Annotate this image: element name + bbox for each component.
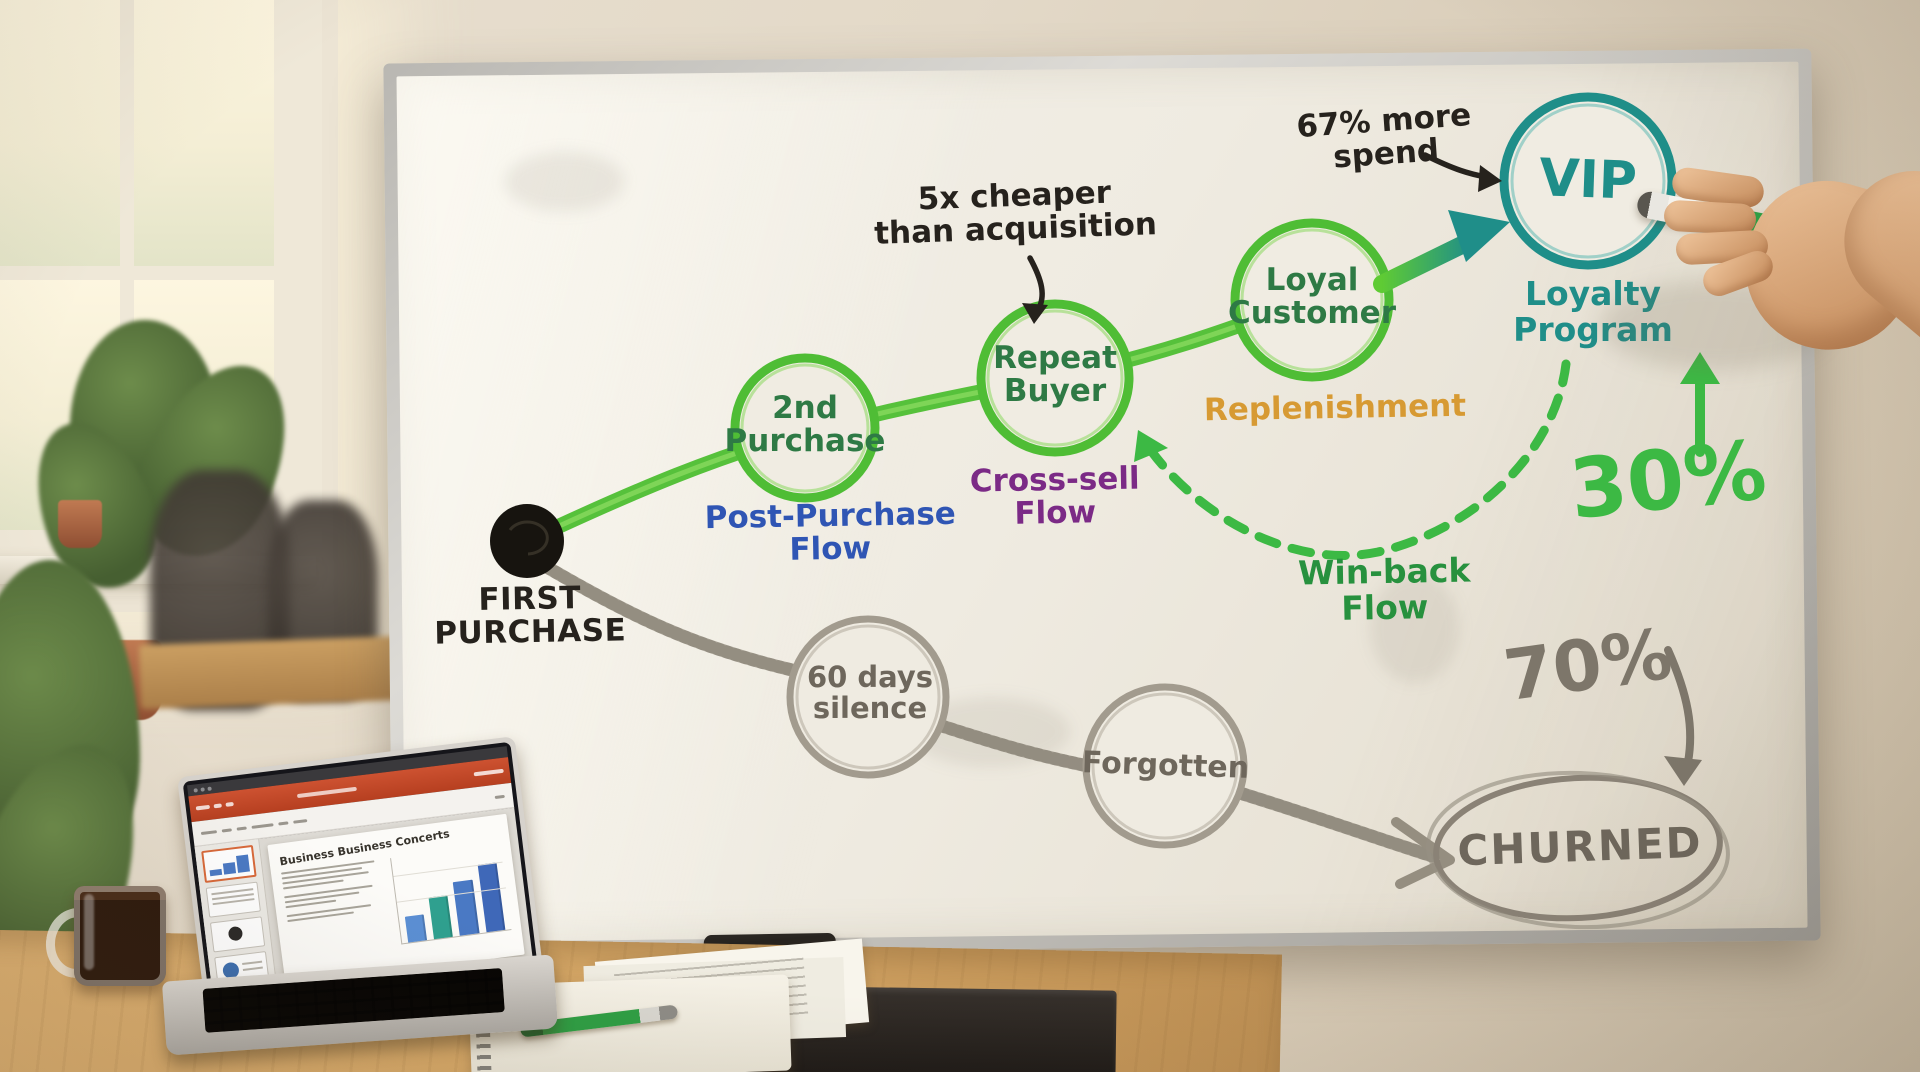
node-loyal-customer-circle <box>1230 218 1394 382</box>
coffee-mug <box>41 886 170 990</box>
slide-chart-bars <box>389 843 512 945</box>
laptop-keyboard <box>202 968 505 1033</box>
vip-arrowhead <box>1448 210 1510 262</box>
coffee <box>74 886 166 986</box>
churned-oval <box>1433 774 1723 922</box>
window-pane <box>134 0 274 266</box>
retention-percent-label: 30% <box>1565 423 1771 539</box>
window-pane <box>0 0 120 266</box>
node-silence-circle <box>786 615 950 779</box>
churned-label: CHURNED <box>1456 817 1704 876</box>
slide-bullets <box>280 859 393 959</box>
first-purchase-dot <box>490 504 564 578</box>
churn-arrowhead <box>1391 817 1455 889</box>
node-repeat-buyer-circle <box>976 299 1134 457</box>
up-arrowhead <box>1680 352 1720 384</box>
node-forgotten-circle <box>1082 683 1248 849</box>
laptop: Business Business Concerts <box>161 736 559 1072</box>
slide-thumbnail <box>201 844 257 883</box>
down-arrow <box>1664 646 1695 766</box>
slide-thumbnail <box>209 916 266 953</box>
node-2nd-purchase-circle <box>730 353 880 503</box>
slide-thumbnail <box>205 881 261 918</box>
node-forgotten-label: Forgotten <box>1081 745 1250 786</box>
plant-pot-small <box>58 500 102 548</box>
winback-dashed-arc <box>1147 359 1571 560</box>
replenishment-label: Replenishment <box>1203 387 1467 429</box>
window <box>0 0 338 612</box>
